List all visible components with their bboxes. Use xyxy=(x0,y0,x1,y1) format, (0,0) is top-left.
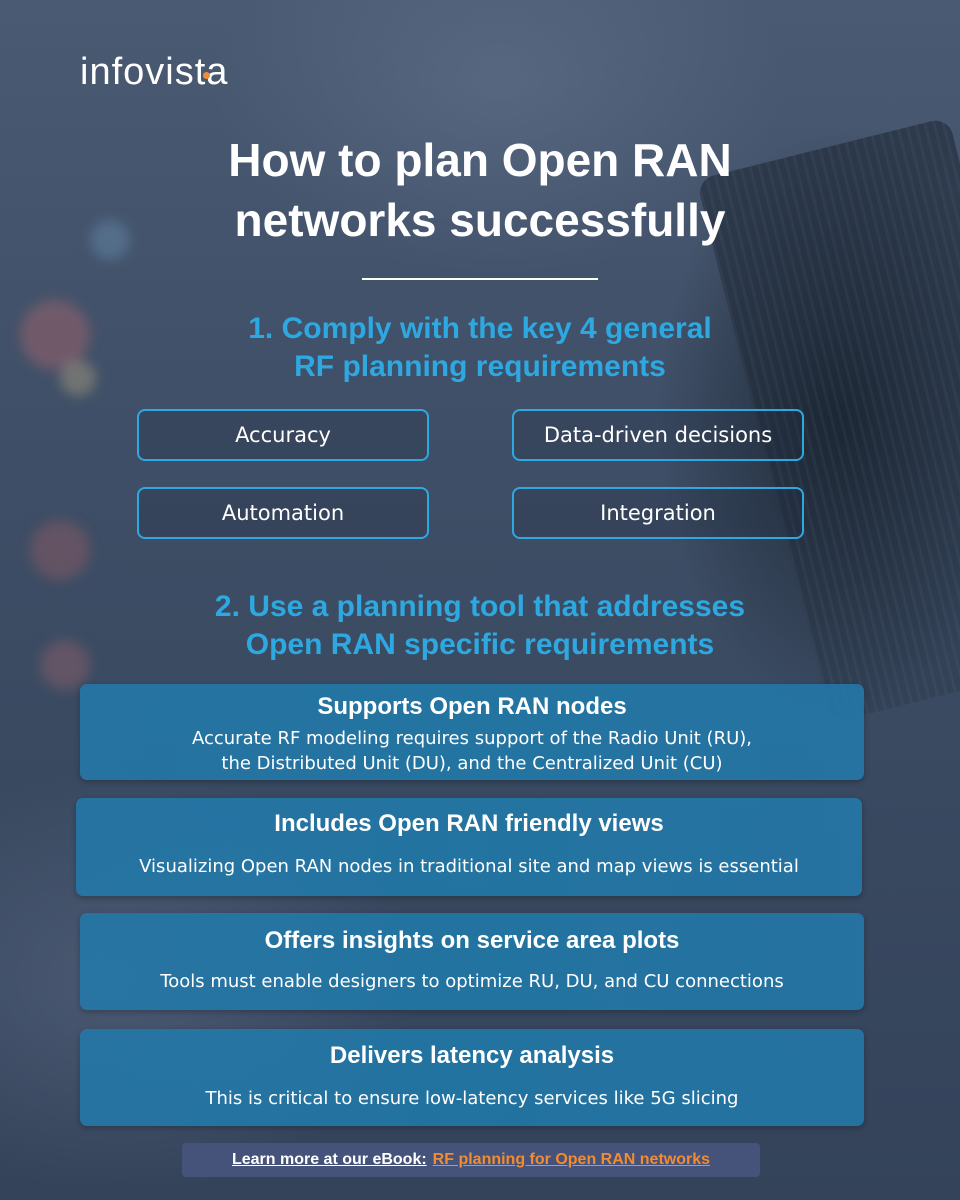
bokeh-light xyxy=(20,300,90,370)
logo-accent-dot-icon xyxy=(203,72,210,79)
card-service-area-plots: Offers insights on service area plots To… xyxy=(80,913,864,1010)
card-title: Offers insights on service area plots xyxy=(264,927,680,954)
card-title: Supports Open RAN nodes xyxy=(317,693,627,720)
cta-lead-text: Learn more at our eBook: xyxy=(231,1151,427,1168)
requirement-accuracy: Accuracy xyxy=(137,409,429,461)
bokeh-light xyxy=(30,520,90,580)
requirement-data-driven-decisions: Data-driven decisions xyxy=(512,409,804,461)
bokeh-light xyxy=(90,220,130,260)
page-title: How to plan Open RAN networks successful… xyxy=(80,130,880,250)
section-1-heading-line-2: RF planning requirements xyxy=(294,350,666,383)
card-supports-open-ran-nodes: Supports Open RAN nodes Accurate RF mode… xyxy=(80,684,864,780)
card-text-line-2: the Distributed Unit (DU), and the Centr… xyxy=(221,753,723,774)
infovista-logo: infovista xyxy=(80,52,280,92)
requirement-automation: Automation xyxy=(137,487,429,539)
card-text-line-1: Tools must enable designers to optimize … xyxy=(160,971,784,992)
page-title-line-1: How to plan Open RAN xyxy=(228,134,732,186)
section-2-heading-line-2: Open RAN specific requirements xyxy=(245,628,715,661)
section-2-heading-line-1: 2. Use a planning tool that addresses xyxy=(214,590,746,623)
card-text-line-1: Visualizing Open RAN nodes in traditiona… xyxy=(139,856,799,877)
card-title: Delivers latency analysis xyxy=(329,1042,615,1069)
bokeh-light xyxy=(60,360,96,396)
card-title: Includes Open RAN friendly views xyxy=(274,810,664,837)
title-divider xyxy=(362,278,598,280)
logo-wordmark: infovista xyxy=(80,51,229,93)
section-2-heading: 2. Use a planning tool that addresses Op… xyxy=(80,588,880,664)
page-title-line-2: networks successfully xyxy=(234,194,726,246)
card-text-line-1: Accurate RF modeling requires support of… xyxy=(191,728,753,749)
section-1-heading-line-1: 1. Comply with the key 4 general xyxy=(248,312,712,345)
card-latency-analysis: Delivers latency analysis This is critic… xyxy=(80,1029,864,1126)
bokeh-light xyxy=(40,640,90,690)
ebook-cta-banner: Learn more at our eBook: RF planning for… xyxy=(182,1143,760,1177)
card-text-line-1: This is critical to ensure low-latency s… xyxy=(205,1088,739,1109)
ebook-link[interactable]: RF planning for Open RAN networks xyxy=(432,1151,711,1168)
requirement-integration: Integration xyxy=(512,487,804,539)
card-open-ran-friendly-views: Includes Open RAN friendly views Visuali… xyxy=(76,798,862,896)
section-1-heading: 1. Comply with the key 4 general RF plan… xyxy=(80,310,880,386)
